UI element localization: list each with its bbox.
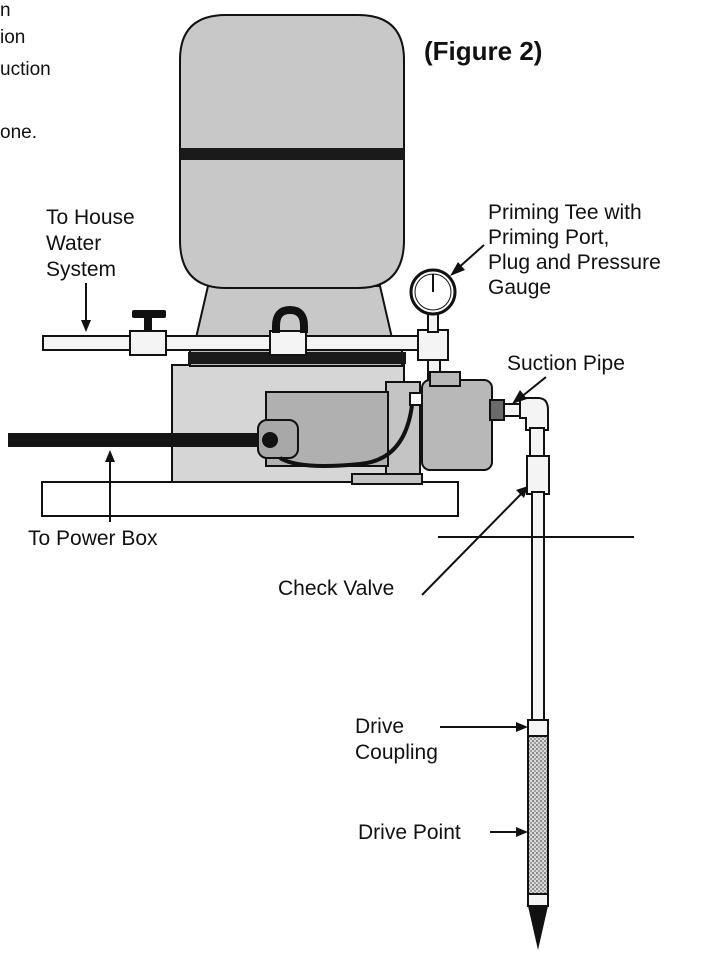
- gate-valve-handle-icon: [132, 310, 166, 318]
- label-to-house-line-1: To House: [46, 206, 135, 229]
- pump-outlet-port: [489, 399, 505, 421]
- label-priming-tee-line-1: Priming Tee with: [488, 201, 642, 224]
- label-drive-coupling-line-2: Coupling: [355, 741, 438, 764]
- label-check-valve: Check Valve: [278, 577, 394, 600]
- label-to-house-line-3: System: [46, 258, 116, 281]
- label-drive-coupling-line-1: Drive: [355, 715, 404, 738]
- arrowhead-check-valve: [516, 486, 528, 498]
- label-drive-point: Drive Point: [358, 821, 461, 844]
- gate-valve-stem: [144, 318, 152, 332]
- label-suction-pipe: Suction Pipe: [507, 352, 625, 375]
- leader-arrows: [81, 244, 547, 837]
- priming-tee-body: [417, 329, 449, 361]
- label-priming-tee-line-4: Gauge: [488, 276, 551, 299]
- arrow-check-valve: [421, 491, 524, 596]
- cropped-text-3: uction: [0, 59, 51, 80]
- gate-valve-body: [129, 330, 167, 356]
- cropped-text-1: n: [0, 0, 11, 21]
- arrow-suction-pipe: [519, 376, 547, 399]
- figure-label: (Figure 2): [424, 36, 542, 66]
- suction-elbow: [519, 397, 549, 431]
- drive-point-screen: [527, 735, 549, 895]
- arrowhead-drive-point: [516, 827, 528, 837]
- arrowhead-drive-coupling: [516, 722, 528, 732]
- label-to-house-line-2: Water: [46, 232, 101, 255]
- check-valve-body: [526, 455, 550, 495]
- pump-body: [421, 379, 493, 471]
- pump-top-boss: [429, 371, 461, 387]
- cord-grommet: [262, 432, 278, 448]
- label-priming-tee-line-2: Priming Port,: [488, 226, 609, 249]
- label-to-power-box: To Power Box: [28, 527, 158, 550]
- arrowhead-house-water: [81, 320, 91, 332]
- arrowhead-power-box: [105, 450, 115, 462]
- drive-point-tip: [528, 906, 548, 950]
- tank-seam-band: [180, 148, 404, 160]
- house-water-pipe: [42, 335, 434, 351]
- base-board: [41, 481, 459, 517]
- cropped-text-2: ion: [0, 27, 25, 48]
- tank-collar-dark-band: [188, 352, 406, 364]
- arrowhead-priming-tee: [450, 262, 465, 276]
- suction-pipe-lower: [531, 491, 545, 723]
- arrowhead-suction-pipe: [512, 390, 527, 404]
- drive-point-ring: [527, 893, 549, 907]
- suction-pipe-upper: [529, 427, 545, 459]
- pressure-switch: [409, 392, 423, 406]
- drive-coupling: [527, 719, 549, 737]
- label-drive-coupling: Drive Coupling: [355, 715, 438, 764]
- cropped-text-4: one.: [0, 122, 37, 143]
- label-priming-tee-line-3: Plug and Pressure: [488, 251, 661, 274]
- label-to-house-water-system: To House Water System: [46, 206, 141, 281]
- bracket-foot: [351, 473, 423, 485]
- tank-outlet-loop: [272, 305, 308, 333]
- label-priming-tee: Priming Tee with Priming Port, Plug and …: [488, 201, 667, 299]
- pipe-coupling: [269, 330, 307, 356]
- motor-wire: [278, 404, 414, 468]
